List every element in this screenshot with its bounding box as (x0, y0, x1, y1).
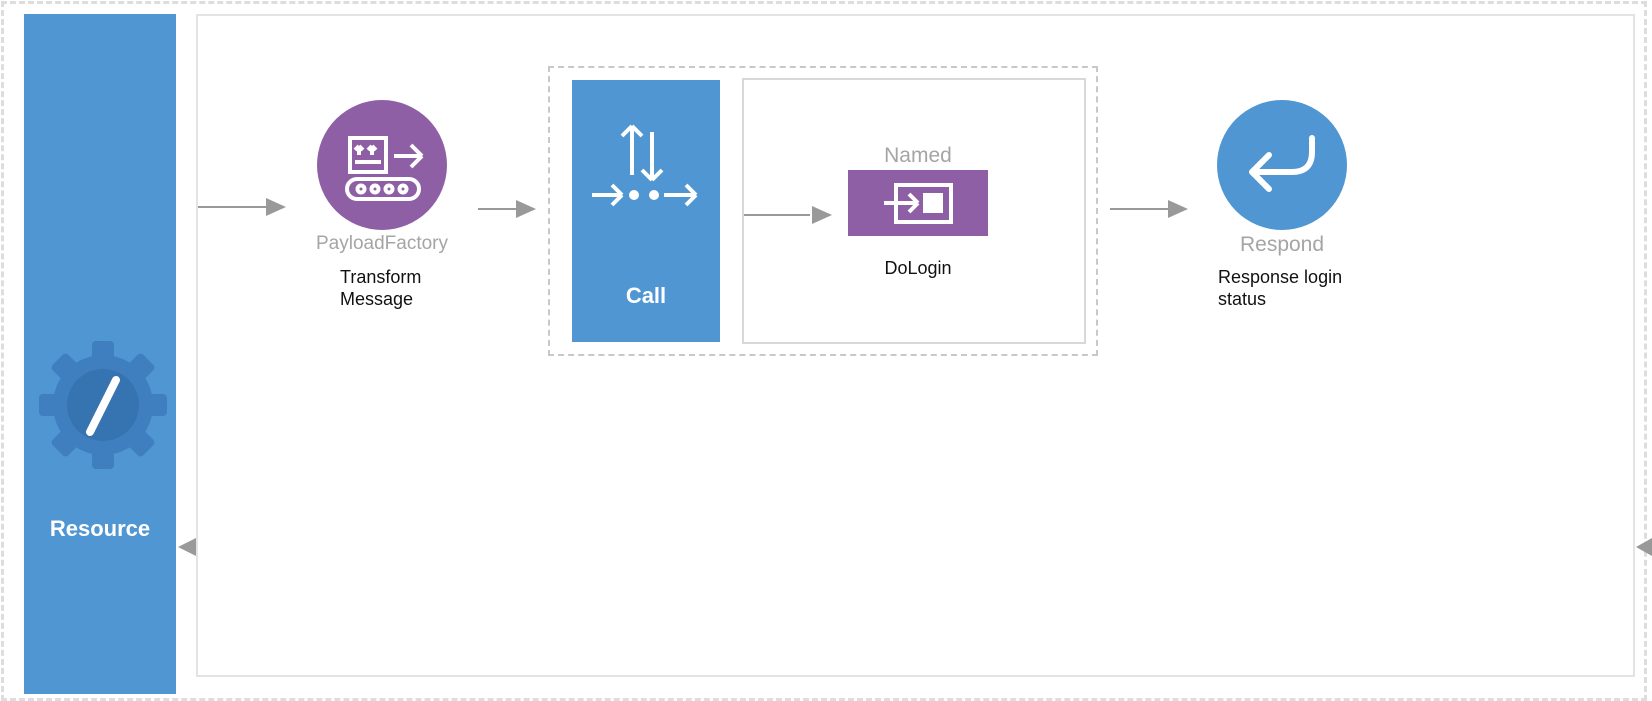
return-arrow-head (1636, 538, 1652, 556)
gear-slash-icon (38, 340, 168, 475)
named-type-label: Named (884, 144, 952, 167)
call-mediator-icon (592, 124, 698, 207)
named-caption: DoLogin (884, 258, 952, 278)
resource-block[interactable]: Resource (24, 14, 176, 694)
arrow-head (516, 200, 536, 218)
return-arrow-icon (1249, 135, 1315, 192)
arrow-head (266, 198, 286, 216)
call-mediator[interactable]: Call (572, 80, 720, 342)
conveyor-box-icon (345, 136, 424, 201)
payload-factory-caption-line1: Transform (340, 267, 422, 287)
named-endpoint-node[interactable] (848, 170, 988, 236)
respond-caption-line1: Response login (1218, 267, 1343, 287)
call-label: Call (625, 283, 667, 308)
arrow-head (812, 206, 832, 224)
payload-factory-caption-line2: Message (340, 289, 414, 309)
call-group (548, 66, 1098, 356)
respond-caption-line2: status (1218, 289, 1267, 309)
resource-label: Resource (49, 516, 151, 541)
return-arrow-head (178, 538, 196, 556)
respond-type-label: Respond (1239, 233, 1325, 256)
respond-node[interactable] (1217, 100, 1347, 230)
payload-factory-node[interactable] (317, 100, 447, 230)
named-endpoint-icon (884, 183, 953, 224)
payload-factory-type-label: PayloadFactory (315, 233, 448, 254)
arrow-head (1168, 200, 1188, 218)
